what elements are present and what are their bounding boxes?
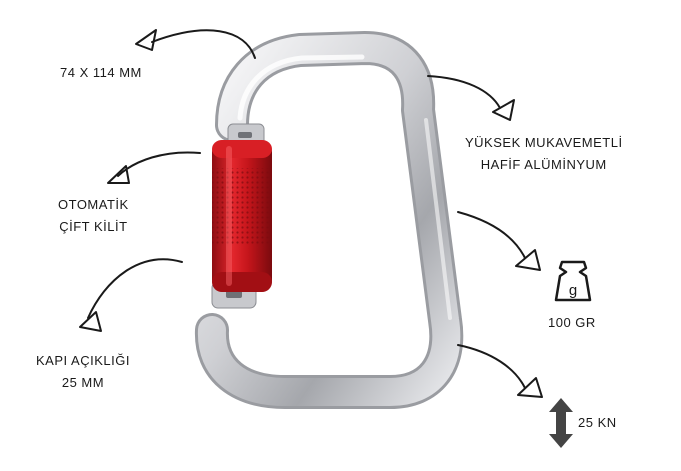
triangle-arrow-icon — [492, 99, 515, 121]
red-locking-sleeve — [212, 140, 272, 292]
triangle-arrow-icon — [107, 165, 130, 184]
double-arrow-vertical-icon — [549, 398, 573, 448]
arrow-strength — [457, 344, 526, 389]
material-line-1: YÜKSEK MUKAVEMETLİ — [465, 135, 623, 150]
triangle-arrow-icon — [79, 311, 102, 332]
lock-line-1: OTOMATİK — [58, 197, 129, 212]
weight-g-icon: g — [554, 260, 592, 302]
dimensions-label: 74 X 114 MM — [60, 65, 142, 80]
arrow-weight — [457, 211, 526, 259]
arrow-lock — [117, 151, 201, 177]
material-label: YÜKSEK MUKAVEMETLİ HAFİF ALÜMİNYUM — [465, 132, 623, 176]
gate-opening-label: KAPI AÇIKLIĞI 25 MM — [36, 350, 130, 394]
gate-line-1: KAPI AÇIKLIĞI — [36, 353, 130, 368]
lock-label: OTOMATİK ÇİFT KİLİT — [58, 194, 129, 238]
triangle-arrow-icon — [135, 29, 157, 51]
triangle-arrow-icon — [515, 249, 541, 271]
svg-text:g: g — [569, 282, 577, 299]
triangle-arrow-icon — [517, 377, 543, 398]
weight-label: 100 GR — [548, 315, 596, 330]
arrow-dimensions — [151, 29, 256, 59]
arrow-gate — [87, 258, 183, 319]
gate-line-2: 25 MM — [61, 375, 105, 390]
arrow-material — [427, 75, 501, 109]
lock-line-2: ÇİFT KİLİT — [59, 219, 128, 234]
material-line-2: HAFİF ALÜMİNYUM — [480, 157, 607, 172]
strength-label: 25 KN — [578, 415, 617, 430]
